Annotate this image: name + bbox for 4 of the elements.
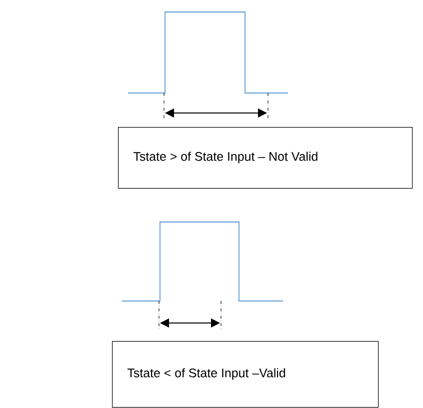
text-box	[112, 341, 379, 408]
box-text: Tstate > of State Input – Not Valid	[133, 152, 318, 164]
box-text: Tstate < of State Input –Valid	[127, 368, 286, 380]
text-box	[118, 127, 413, 189]
